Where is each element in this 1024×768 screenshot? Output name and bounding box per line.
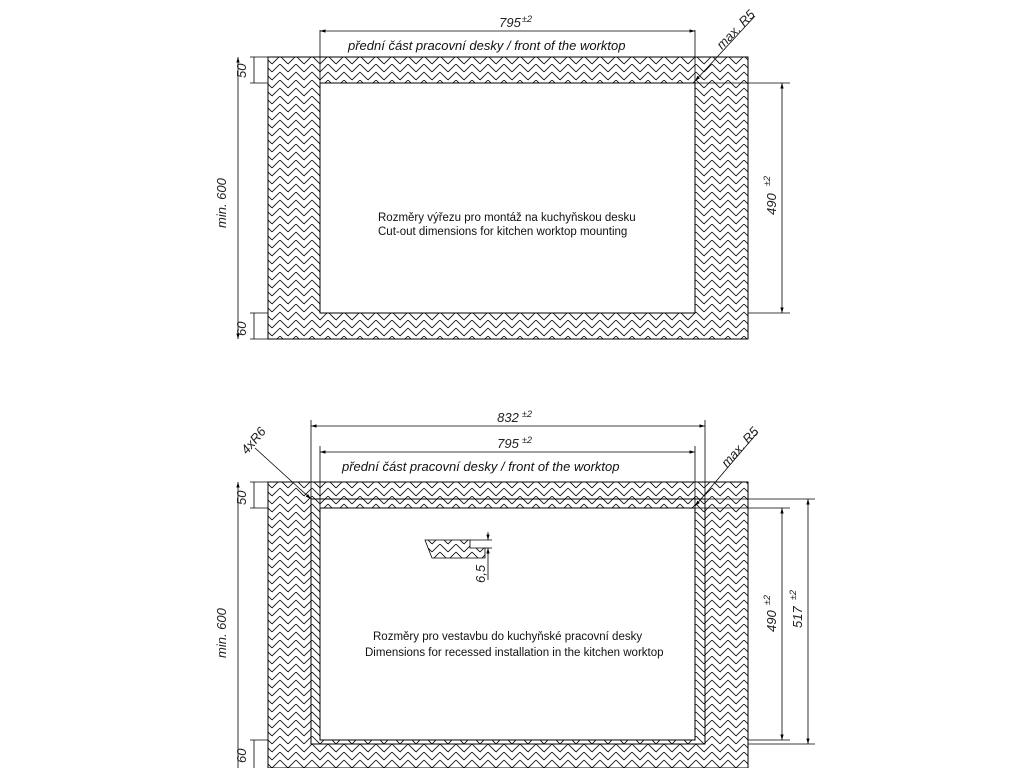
bottom-caption-cz: Rozměry pro vestavbu do kuchyňské pracov… <box>373 631 642 643</box>
top-corner-radius: max. R5 <box>713 6 758 52</box>
top-dim-front: 50 <box>234 63 249 78</box>
bottom-dim-height-tol: ±2 <box>762 595 772 605</box>
bottom-dim-back: 60 <box>234 748 249 763</box>
top-drawing: 795 ±2 přední část pracovní desky / fron… <box>214 6 790 340</box>
top-front-label: přední část pracovní desky / front of th… <box>347 38 625 53</box>
bottom-corner-radius: max. R5 <box>718 423 762 470</box>
bottom-dim-width-tol: ±2 <box>522 435 532 445</box>
bottom-depth: 6,5 <box>473 564 488 583</box>
bottom-worktop-frame <box>267 481 749 768</box>
bottom-dim-outer-width: 832 <box>497 410 519 425</box>
top-dim-min: min. 600 <box>214 177 229 228</box>
bottom-recess-rim <box>310 498 706 745</box>
top-dim-height-tol: ±2 <box>762 176 772 186</box>
top-caption-cz: Rozměry výřezu pro montáž na kuchyňskou … <box>378 212 636 224</box>
bottom-dim-outer-height-tol: ±2 <box>788 590 798 600</box>
top-dim-width: 795 <box>499 15 521 30</box>
bottom-dim-width: 795 <box>497 436 519 451</box>
bottom-dim-front: 50 <box>234 490 249 505</box>
bottom-caption-en: Dimensions for recessed installation in … <box>365 647 664 659</box>
recess-depth-detail: 6,5 <box>424 532 492 583</box>
bottom-corner-radius-outer: 4xR6 <box>238 423 269 456</box>
bottom-cutout <box>319 507 696 741</box>
bottom-dim-min: min. 600 <box>214 607 229 658</box>
top-dim-back: 60 <box>234 321 249 336</box>
top-dim-width-tol: ±2 <box>522 14 532 24</box>
bottom-front-label: přední část pracovní desky / front of th… <box>341 459 619 474</box>
bottom-dim-outer-width-tol: ±2 <box>522 409 532 419</box>
bottom-dim-outer-height: 517 <box>790 606 805 628</box>
bottom-drawing: 832 ±2 795 ±2 přední část pracovní desky… <box>214 409 815 768</box>
bottom-dim-height: 490 <box>764 610 779 632</box>
top-worktop-frame <box>267 56 749 340</box>
top-dim-height: 490 <box>764 193 779 215</box>
top-cutout <box>319 82 696 314</box>
top-caption-en: Cut-out dimensions for kitchen worktop m… <box>378 226 627 238</box>
